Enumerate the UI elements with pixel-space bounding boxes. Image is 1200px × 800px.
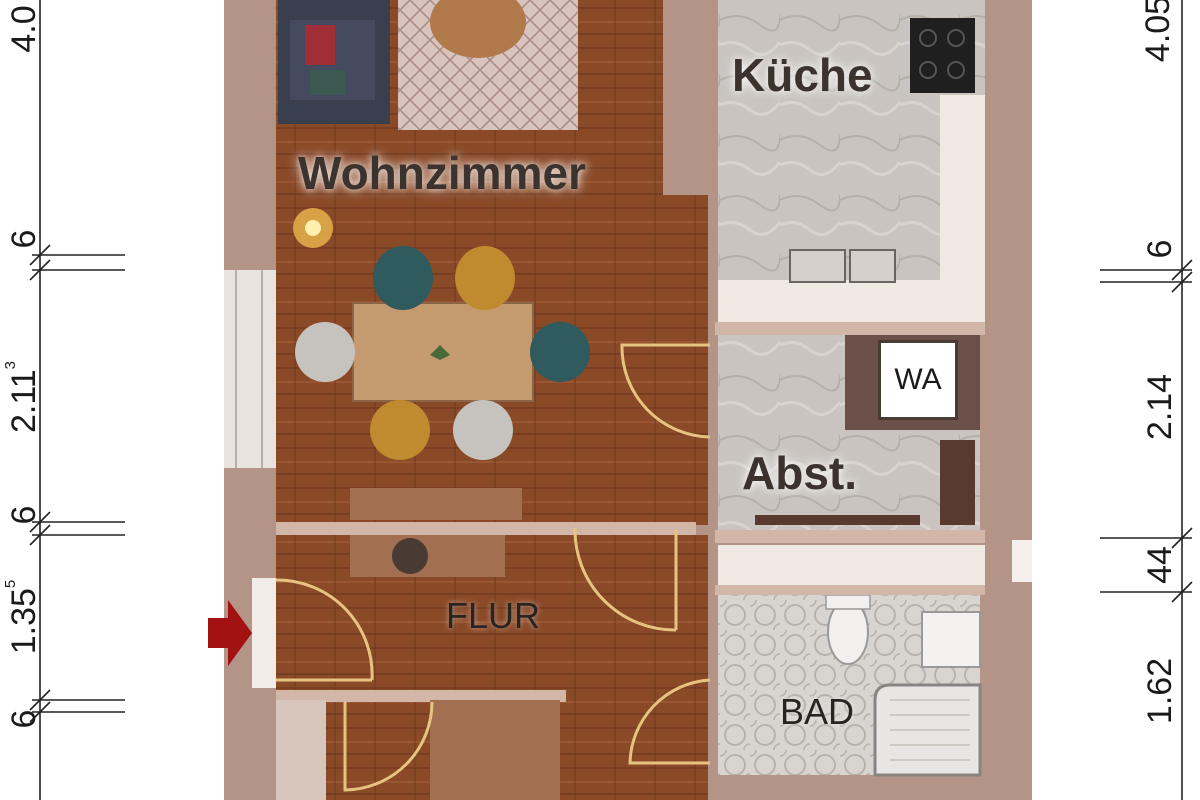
chair <box>370 400 430 460</box>
dim-right-2: 2.14 <box>1141 373 1179 441</box>
dim-left-3: 6 <box>5 505 43 525</box>
wall-living-hall <box>276 522 696 535</box>
chair <box>453 400 513 460</box>
dim-left-0: 4.0 <box>5 5 43 53</box>
chair <box>530 322 590 382</box>
dim-right-4: 1.62 <box>1141 657 1179 725</box>
room-label-bath: BAD <box>780 691 855 732</box>
coffee-table <box>430 0 526 58</box>
dimension-line-left <box>29 0 125 800</box>
room-label-washer: WA <box>878 340 958 420</box>
dim-left-5: 6 <box>5 709 43 729</box>
dimension-line-right <box>1100 0 1193 800</box>
dim-right-0: 4.05 <box>1139 0 1177 63</box>
sideboard <box>350 488 522 520</box>
chair <box>373 246 433 310</box>
bath-counter <box>718 545 1013 585</box>
room-label-storage: Abst. <box>742 447 857 499</box>
room-label-hall: FLUR <box>446 595 541 636</box>
washbasin <box>921 611 981 668</box>
wall-center <box>708 0 718 800</box>
kitchen-counter-bottom <box>715 280 985 322</box>
dim-right-3: 44 <box>1141 546 1179 584</box>
room-label-kitchen: Küche <box>732 49 873 101</box>
room-label-living: Wohnzimmer <box>298 147 586 199</box>
chair <box>295 322 355 382</box>
dim-left-2: 2.113 <box>2 361 43 433</box>
sink-icon <box>789 249 846 283</box>
dim-left-1: 6 <box>5 229 43 249</box>
dim-left-4: 1.355 <box>2 579 43 655</box>
stove-icon <box>910 18 975 93</box>
chair <box>455 246 515 310</box>
dim-right-1: 6 <box>1141 239 1179 259</box>
entrance-arrow-icon <box>208 600 252 666</box>
